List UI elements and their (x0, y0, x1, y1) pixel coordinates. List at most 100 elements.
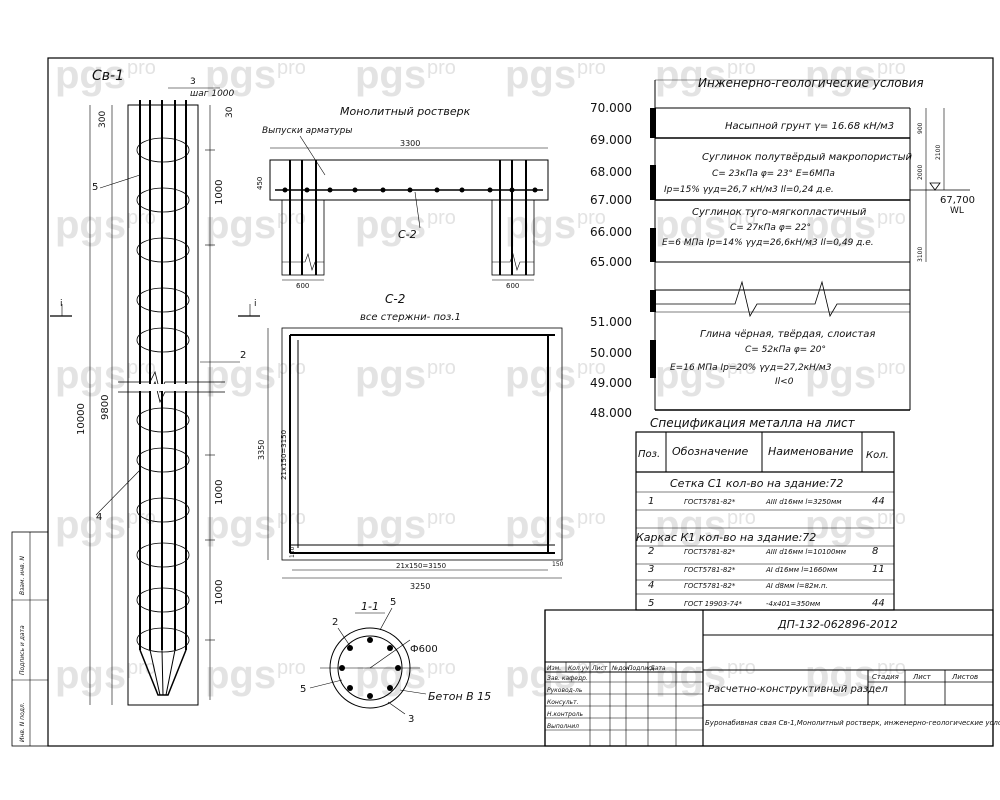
watermark-suffix: pro (127, 357, 156, 379)
section-callout-5-bottom: 5 (300, 684, 306, 695)
elevation-label: 68.000 (590, 165, 632, 179)
watermark-suffix: pro (277, 57, 306, 79)
watermark-suffix: pro (877, 207, 906, 229)
watermark-suffix: pro (877, 57, 906, 79)
pile-callout-5: 5 (92, 182, 98, 193)
titleblock-header-cell: Подпись (628, 665, 655, 672)
watermark-brand: pgs (655, 653, 726, 697)
watermark-brand: pgs (805, 53, 876, 97)
watermark-suffix: pro (427, 357, 456, 379)
watermark-suffix: pro (727, 357, 756, 379)
dim-3300: 3300 (400, 139, 420, 148)
elevation-label: 49.000 (590, 376, 632, 390)
titleblock-header-cell: Дата (649, 665, 666, 672)
section-name: Расчетно-конструктивный раздел (708, 684, 888, 695)
layer3-props2: Е=6 МПа Iр=14% γуд=26,6кН/м3 Il=0,49 д.е… (662, 238, 874, 248)
elevation-label: 65.000 (590, 255, 632, 269)
titleblock-role: Н.контроль (547, 711, 583, 718)
dim-10000: 10000 (76, 403, 87, 435)
mesh-dim-150-right: 150 (552, 561, 564, 568)
spec-row-name: АIII d16мм l=3250мм (765, 498, 842, 506)
spec-row-name: АIII d16мм l=10100мм (765, 548, 847, 556)
dim-600-left: 600 (296, 282, 309, 290)
layer2-title: Суглинок полутвёрдый макропористый (702, 152, 912, 163)
section-1-1: 1-1 2 5 Ф600 5 Бетон В 15 3 (300, 597, 491, 725)
watermark-brand: pgs (55, 203, 126, 247)
pile-callout-2: 2 (240, 350, 246, 361)
layer1-text: Насыпной грунт γ= 16.68 кН/м3 (725, 121, 894, 132)
mesh-drawing: С-2 все стержни- поз.1 3350 21x150=3150 … (257, 292, 564, 591)
layer4-props3: Il<0 (775, 377, 794, 387)
section-diameter: Ф600 (410, 644, 438, 655)
side-stamp-replace: Взам. инв. N (19, 556, 26, 595)
titleblock-role: Консульт. (547, 699, 579, 706)
watermark-brand: pgs (655, 203, 726, 247)
watermark-suffix: pro (577, 507, 606, 529)
dim-1000-b: 1000 (214, 480, 225, 505)
spec-row-qty: 44 (872, 496, 885, 507)
watermark-brand: pgs (805, 653, 876, 697)
watermark-brand: pgs (205, 53, 276, 97)
dim-450: 450 (256, 177, 264, 190)
elevation-label: 51.000 (590, 315, 632, 329)
side-stamp-inventory: Инв. N подл. (19, 702, 26, 742)
watermark-brand: pgs (205, 653, 276, 697)
geology-title: Инженерно-геологические условия (698, 76, 924, 90)
mesh-dim-150-left: 150 (289, 546, 296, 558)
watermark-suffix: pro (877, 357, 906, 379)
spec-row-pos: 3 (648, 564, 654, 575)
spec-row-gost: ГОСТ5781-82* (684, 548, 736, 556)
watermark-brand: pgs (355, 503, 426, 547)
pile-callout-4: 4 (96, 512, 102, 523)
pile-step-label: шаг 1000 (190, 89, 235, 99)
mesh-subtitle: все стержни- поз.1 (360, 312, 461, 323)
watermark-suffix: pro (877, 657, 906, 679)
watermark-suffix: pro (127, 657, 156, 679)
title-block: ДП-132-062896-2012 Стадия Лист Листов Ра… (544, 609, 1000, 747)
watermark-brand: pgs (505, 503, 576, 547)
spec-row-gost: ГОСТ5781-82* (684, 566, 736, 574)
elevation-label: 50.000 (590, 346, 632, 360)
layer4-props2: Е=16 МПа Iр=20% γуд=27,2кН/м3 (670, 363, 832, 373)
elevation-label: 70.000 (590, 101, 632, 115)
document-code: ДП-132-062896-2012 (777, 618, 898, 631)
side-stamp-signature: Подпись и дата (19, 625, 26, 675)
spec-row-gost: ГОСТ 19903-74* (684, 600, 742, 608)
wl-value: 67,700 (940, 195, 975, 206)
watermark-suffix: pro (277, 357, 306, 379)
grillage-drawing: Монолитный ростверк Выпуски арматуры 330… (256, 105, 549, 290)
watermark-brand: pgs (55, 653, 126, 697)
titleblock-header-cell: Лист (591, 665, 608, 672)
section-callout-2: 2 (332, 617, 338, 628)
watermark-brand: pgs (355, 53, 426, 97)
watermark-suffix: pro (877, 507, 906, 529)
section-mark-left: i (60, 299, 63, 309)
spec-row-name: АI d8мм l=82м.п. (765, 582, 828, 590)
wl-label: WL (950, 206, 964, 216)
grillage-title: Монолитный ростверк (340, 105, 471, 118)
rebar-outlets-label: Выпуски арматуры (262, 126, 353, 136)
watermark-suffix: pro (727, 57, 756, 79)
mesh-dim-3350: 3350 (257, 440, 266, 460)
titleblock-role: Руковод-ль (547, 687, 583, 694)
watermark-suffix: pro (127, 207, 156, 229)
elevation-label: 66.000 (590, 225, 632, 239)
side-stamp: Взам. инв. N Подпись и дата Инв. N подл. (11, 531, 49, 747)
spec-row-gost: ГОСТ5781-82* (684, 582, 736, 590)
watermark-brand: pgs (355, 353, 426, 397)
watermark-suffix: pro (277, 657, 306, 679)
spec-row-name: АI d16мм l=1660мм (765, 566, 838, 574)
watermark-suffix: pro (427, 507, 456, 529)
titleblock-header-cell: Кол.уч (568, 665, 589, 672)
section-callout-5-top: 5 (390, 597, 396, 608)
watermark-suffix: pro (427, 207, 456, 229)
watermark-brand: pgs (205, 503, 276, 547)
watermark-brand: pgs (655, 353, 726, 397)
spec-group-mesh: Сетка С1 кол-во на здание:72 (670, 477, 843, 490)
spec-row-pos: 2 (648, 546, 654, 557)
watermark-brand: pgs (505, 53, 576, 97)
spec-row-pos: 1 (648, 496, 654, 507)
watermark-suffix: pro (577, 57, 606, 79)
dim-9800: 9800 (100, 395, 111, 420)
geo-dim-2000: 2000 (917, 165, 924, 180)
